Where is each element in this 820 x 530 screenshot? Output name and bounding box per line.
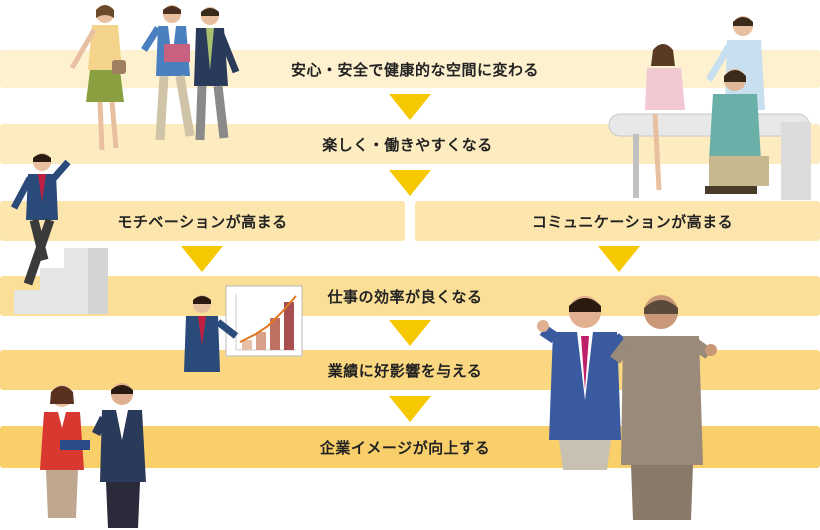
step-label-6: 企業イメージが向上する xyxy=(319,438,491,457)
business-pair-illustration xyxy=(40,383,146,528)
conversation-illustration xyxy=(537,295,717,520)
step-band-3-left: モチベーションが高まる xyxy=(0,201,405,241)
step-label-2: 楽しく・働きやすくなる xyxy=(322,135,493,154)
step-label-3-right: コミュニケーションが高まる xyxy=(531,212,734,231)
meeting-illustration xyxy=(608,16,811,200)
step-band-1: 安心・安全で健康的な空間に変わる xyxy=(0,50,820,88)
arrow-down-icon xyxy=(389,396,431,422)
step-band-3-right: コミュニケーションが高まる xyxy=(415,201,820,241)
presentation-illustration xyxy=(184,285,303,372)
arrow-down-icon xyxy=(181,246,223,272)
climbing-stairs-illustration xyxy=(10,153,108,314)
step-label-5: 業績に好影響を与える xyxy=(327,361,483,380)
step-label-4: 仕事の効率が良くなる xyxy=(327,287,483,306)
arrow-down-icon xyxy=(389,170,431,196)
step-label-3-left: モチベーションが高まる xyxy=(117,212,288,231)
step-label-1: 安心・安全で健康的な空間に変わる xyxy=(290,60,539,79)
arrow-down-icon xyxy=(389,94,431,120)
walking-people-illustration xyxy=(69,5,240,151)
arrow-down-icon xyxy=(389,320,431,346)
arrow-down-icon xyxy=(598,246,640,272)
step-band-4: 仕事の効率が良くなる xyxy=(0,276,820,316)
